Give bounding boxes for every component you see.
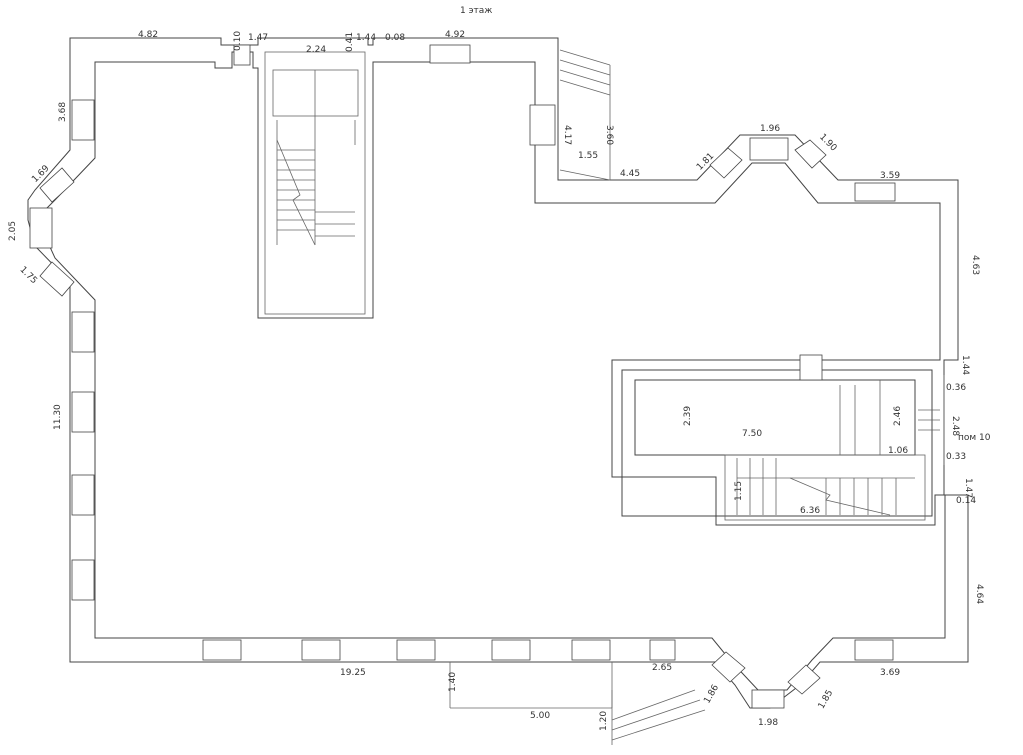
dimension-lines bbox=[449, 49, 945, 745]
dim-label: 1.06 bbox=[888, 446, 908, 456]
dim-label: 0.14 bbox=[956, 496, 976, 506]
diagonal-windows bbox=[39, 139, 827, 695]
dim-label: 19.25 bbox=[340, 668, 366, 678]
dim-label: 5.00 bbox=[530, 711, 550, 721]
stair-treads-lower bbox=[736, 385, 915, 516]
dim-label: 4.63 bbox=[970, 255, 980, 275]
dim-label: 1.47 bbox=[248, 33, 268, 43]
inner-wall bbox=[44, 51, 946, 691]
floor-title: 1 этаж bbox=[460, 6, 492, 16]
dim-label: 0.08 bbox=[385, 33, 405, 43]
dim-label: 1.40 bbox=[448, 672, 458, 692]
dim-label: 3.59 bbox=[880, 171, 900, 181]
stair-treads-top bbox=[276, 120, 356, 246]
dim-label: 11.30 bbox=[53, 404, 63, 430]
dim-label: 4.17 bbox=[562, 125, 572, 145]
dim-label: 4.45 bbox=[620, 169, 640, 179]
dim-label: 2.05 bbox=[8, 221, 18, 241]
dim-label: 0.10 bbox=[233, 31, 243, 51]
room-7-50 bbox=[634, 379, 916, 456]
dim-label: 3.69 bbox=[880, 668, 900, 678]
dim-label: 3.60 bbox=[604, 125, 614, 145]
dim-label: 1.96 bbox=[760, 124, 780, 134]
dim-label: 4.64 bbox=[974, 584, 984, 604]
inner-room-outline bbox=[621, 369, 933, 517]
dim-label: 2.46 bbox=[893, 406, 903, 426]
dim-label: 1.44 bbox=[960, 355, 970, 375]
dim-label: 0.33 bbox=[946, 452, 966, 462]
dim-label: 6.36 bbox=[800, 506, 820, 516]
dim-label: 1.44 bbox=[356, 33, 376, 43]
dim-label: 0.36 bbox=[946, 383, 966, 393]
dim-label: 1.75 bbox=[18, 265, 39, 286]
dim-label: 2.39 bbox=[683, 406, 693, 426]
room-label: пом 10 bbox=[958, 433, 991, 443]
dimension-labels: 1 этаж 4.82 0.10 1.47 2.24 0.41 1.44 0.0… bbox=[8, 6, 991, 731]
dim-label: 2.65 bbox=[652, 663, 672, 673]
stair-landing-top bbox=[272, 69, 359, 117]
stair-shaft-top bbox=[264, 51, 366, 315]
dim-label: 0.41 bbox=[345, 32, 355, 52]
dim-label: 7.50 bbox=[742, 429, 762, 439]
dim-label: 1.20 bbox=[599, 711, 609, 731]
dim-label: 1.98 bbox=[758, 718, 778, 728]
dim-label: 4.92 bbox=[445, 30, 465, 40]
dim-label: 1.85 bbox=[817, 688, 836, 710]
dim-label: 1.55 bbox=[578, 151, 598, 161]
dim-label: 2.48 bbox=[950, 416, 960, 436]
stair-lower bbox=[724, 454, 926, 521]
windows bbox=[29, 44, 896, 709]
dim-label: 1.15 bbox=[734, 481, 744, 501]
dim-label: 1.86 bbox=[702, 683, 721, 706]
dim-label: 3.68 bbox=[58, 102, 68, 122]
dim-label: 4.82 bbox=[138, 30, 158, 40]
dim-label: 2.24 bbox=[306, 45, 326, 55]
dim-label: 1.47 bbox=[963, 478, 973, 498]
